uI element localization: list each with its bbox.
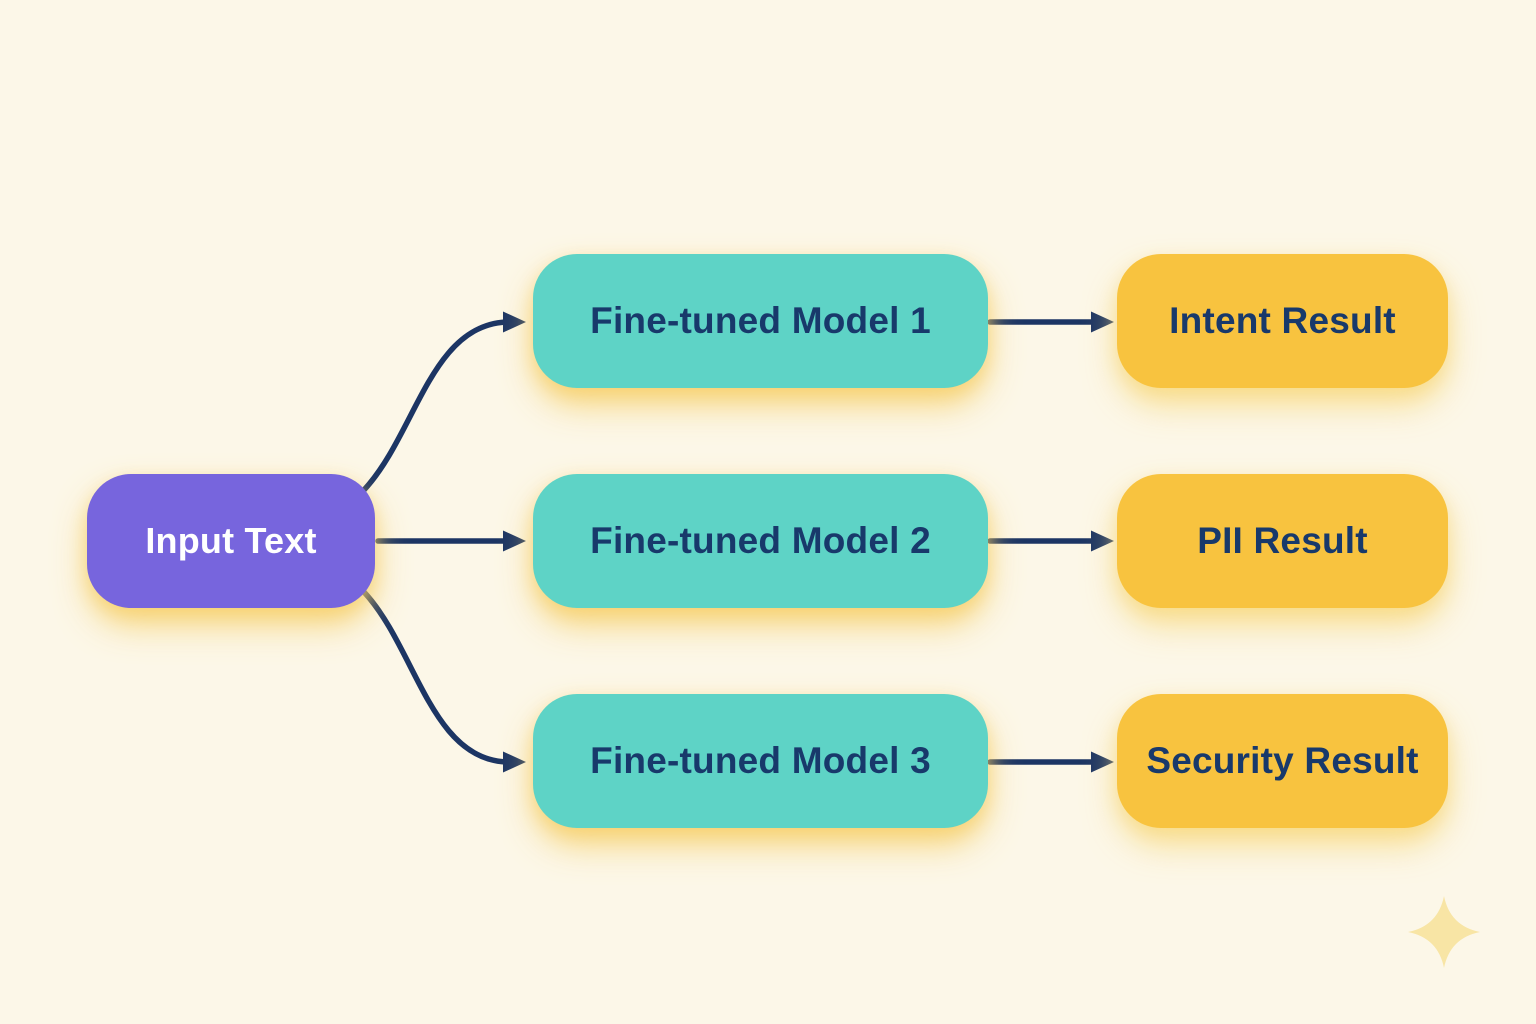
pii-result-node: PII Result <box>1117 474 1448 608</box>
model-1-node: Fine-tuned Model 1 <box>533 254 988 388</box>
security-result-node: Security Result <box>1117 694 1448 828</box>
arrowhead-icon <box>1091 751 1114 773</box>
sparkle-icon <box>1408 896 1480 968</box>
arrowhead-icon <box>503 311 526 333</box>
security-result-label: Security Result <box>1146 740 1419 781</box>
input-text-label: Input Text <box>145 520 317 561</box>
arrowhead-icon <box>1091 530 1114 552</box>
arrowhead-icon <box>503 530 526 552</box>
intent-result-node: Intent Result <box>1117 254 1448 388</box>
model-2-node: Fine-tuned Model 2 <box>533 474 988 608</box>
model-1-label: Fine-tuned Model 1 <box>590 300 931 341</box>
pii-result-label: PII Result <box>1197 520 1368 561</box>
model-2-label: Fine-tuned Model 2 <box>590 520 931 561</box>
input-text-node: Input Text <box>87 474 375 608</box>
arrowhead-icon <box>503 751 526 773</box>
arrowhead-icon <box>1091 311 1114 333</box>
arrow-input-to-model-1 <box>361 319 509 493</box>
model-3-node: Fine-tuned Model 3 <box>533 694 988 828</box>
intent-result-label: Intent Result <box>1169 300 1396 341</box>
model-3-label: Fine-tuned Model 3 <box>590 740 931 781</box>
arrow-input-to-model-3 <box>361 589 509 765</box>
